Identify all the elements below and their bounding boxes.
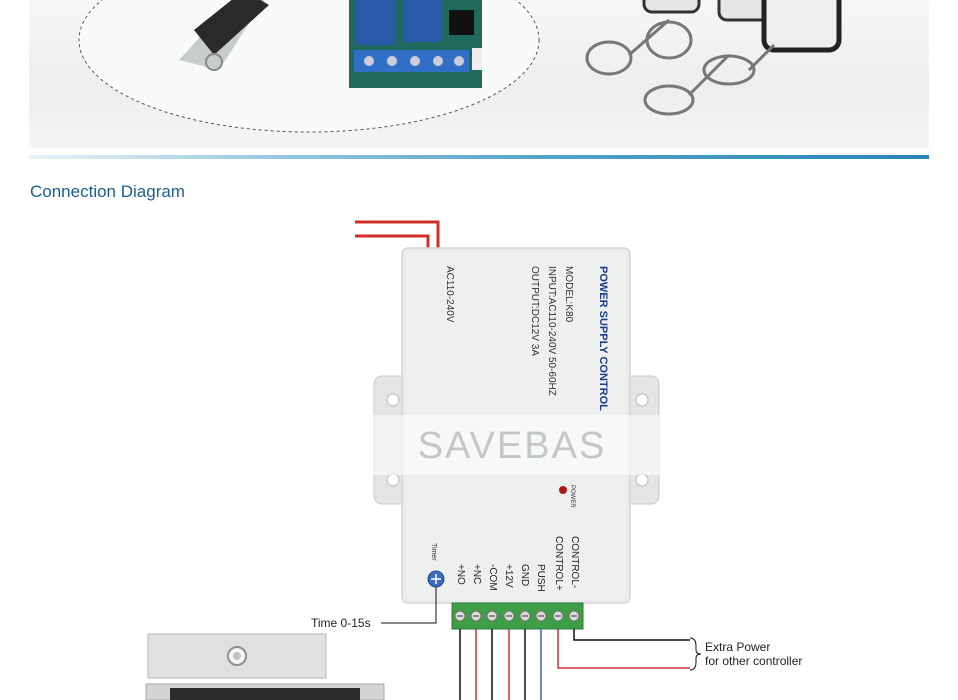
extra-power-bracket <box>689 637 702 671</box>
watermark-text: SAVEBAS <box>418 425 607 467</box>
remote-in-hand-image <box>179 0 269 71</box>
connection-diagram: SAVEBAS POWER SUPPLY CONTROL MODEL:K80 I… <box>0 210 958 700</box>
terminal-label: CONTROL- <box>569 536 580 588</box>
brand-label: POWER SUPPLY CONTROL <box>597 266 609 411</box>
time-annotation-line <box>381 587 437 624</box>
terminal-label: +NC <box>471 564 482 584</box>
key-fob-remotes-image <box>585 0 842 116</box>
terminal-label: PUSH <box>535 564 546 592</box>
terminal-label: +NO <box>455 564 466 585</box>
ac-input-label: AC110-240V <box>444 266 455 323</box>
receiver-board-image <box>349 0 482 88</box>
output-spec-label: OUTPUT:DC12V 3A <box>529 266 540 356</box>
model-label: MODEL:K80 <box>563 266 574 323</box>
timer-label: Timer <box>430 543 437 561</box>
extra-power-label: Extra Power <box>705 640 770 654</box>
section-divider <box>29 155 929 159</box>
terminal-labels: +NO +NC -COM +12V GND PUSH CONTROL+ CONT… <box>455 536 580 592</box>
product-photo-banner <box>29 0 929 148</box>
terminal-label: -COM <box>487 564 498 591</box>
input-spec-label: INPUT:AC110-240V 50-60HZ <box>546 266 557 396</box>
watermark-band <box>290 415 740 475</box>
output-wires <box>459 629 690 700</box>
terminal-label: +12V <box>503 564 514 588</box>
ac-input-wires <box>355 220 440 250</box>
terminal-label: GND <box>519 564 530 586</box>
extra-power-sublabel: for other controller <box>705 654 802 668</box>
terminal-label: CONTROL+ <box>553 536 564 591</box>
section-title: Connection Diagram <box>30 182 185 201</box>
terminal-block <box>451 602 584 630</box>
power-led-label: POWER <box>569 485 575 508</box>
magnetic-lock-image <box>145 633 385 700</box>
time-annotation: Time 0-15s <box>311 616 371 630</box>
power-led-indicator <box>559 486 567 494</box>
